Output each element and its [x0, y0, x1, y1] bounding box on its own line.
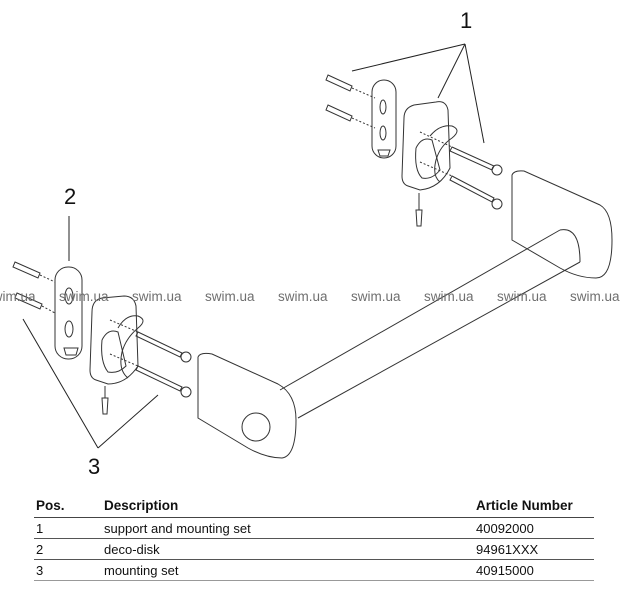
cell-pos: 1: [34, 517, 102, 539]
screw-lower-1: [109, 319, 192, 363]
exploded-assembly-drawing: [12, 43, 613, 459]
cell-description: support and mounting set: [102, 517, 474, 539]
cell-pos: 3: [34, 559, 102, 581]
watermark-text: swim.ua: [424, 289, 474, 304]
bar-top-edge: [279, 229, 561, 391]
callout-1-leaders: [351, 43, 485, 144]
screw-upper-1: [419, 131, 503, 176]
dowel-lower-1: [12, 261, 56, 283]
watermark-text: swim.ua: [132, 289, 182, 304]
cell-article: 40092000: [474, 517, 594, 539]
cell-pos: 2: [34, 538, 102, 560]
cell-article: 40915000: [474, 559, 594, 581]
callout-3-leaders: [22, 318, 159, 449]
watermark-text: swim.ua: [351, 289, 401, 304]
header-description: Description: [102, 495, 474, 518]
dowel-lower-2: [14, 292, 56, 314]
table-row: 3 mounting set 40915000: [34, 559, 594, 581]
end-cap-right: [511, 170, 613, 279]
cell-article: 94961XXX: [474, 538, 594, 560]
upper-mounting-set: [325, 74, 503, 227]
screw-lower-2: [109, 353, 192, 398]
deco-plate-lower: [54, 266, 83, 360]
watermark-text: swim.ua: [497, 289, 547, 304]
watermark-text: swim.ua: [278, 289, 328, 304]
header-article-number: Article Number: [474, 495, 594, 518]
lower-mounting-set: [12, 261, 192, 415]
watermark-text: swim.ua: [205, 289, 255, 304]
set-screw-upper: [415, 193, 423, 227]
dowel-upper-2: [325, 104, 376, 129]
towel-bar: [197, 170, 613, 459]
end-cap-left: [197, 352, 297, 459]
bracket-lower: [89, 295, 144, 385]
end-cap-hole: [241, 412, 271, 442]
parts-table-header: Pos. Description Article Number: [34, 495, 594, 518]
watermark-text: swim.ua: [0, 289, 36, 304]
set-screw-lower: [101, 386, 109, 415]
dowel-upper-1: [325, 74, 376, 99]
watermark-text: swim.ua: [59, 289, 109, 304]
screw-upper-2: [419, 161, 503, 210]
cell-description: deco-disk: [102, 538, 474, 560]
cell-description: mounting set: [102, 559, 474, 581]
header-pos: Pos.: [34, 495, 102, 518]
callout-2: 2: [64, 184, 77, 209]
bracket-upper: [401, 101, 458, 191]
bar-bottom-edge: [297, 261, 581, 419]
callout-1: 1: [460, 8, 473, 33]
watermark-row: swim.ua swim.ua swim.ua swim.ua swim.ua swim.…: [0, 289, 632, 304]
callout-3: 3: [88, 454, 101, 479]
watermark-text: swim.ua: [570, 289, 620, 304]
table-row: 2 deco-disk 94961XXX: [34, 538, 594, 560]
parts-table: Pos. Description Article Number 1 suppor…: [34, 495, 594, 581]
table-row: 1 support and mounting set 40092000: [34, 517, 594, 539]
deco-plate-upper: [371, 79, 397, 159]
